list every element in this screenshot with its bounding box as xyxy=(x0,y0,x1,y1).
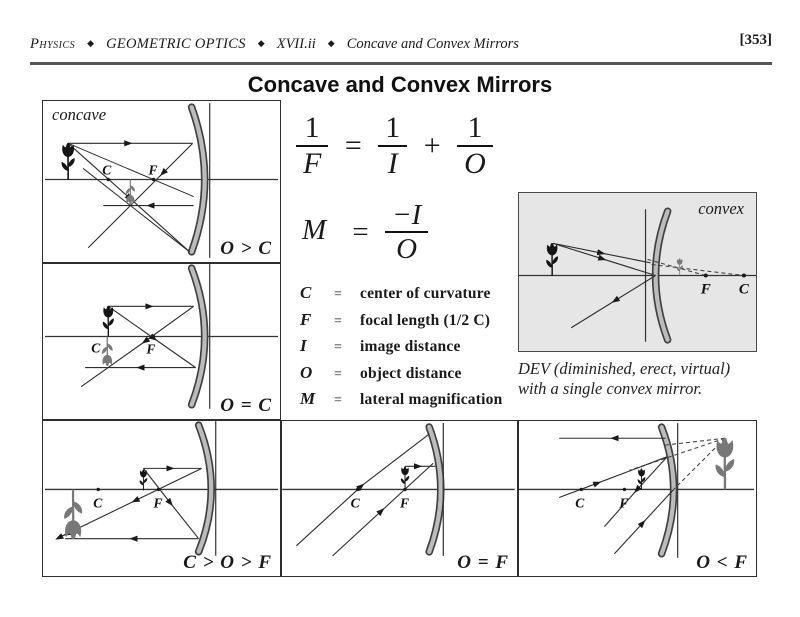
ray-diagram-c-gt-o-gt-f: C F xyxy=(45,421,278,556)
diamond-bullet-icon: ◆ xyxy=(327,38,335,48)
point-f xyxy=(622,487,627,492)
rays xyxy=(80,303,196,388)
label-f: F xyxy=(618,496,628,511)
point-c xyxy=(356,487,360,492)
virtual-rays xyxy=(647,258,745,277)
point-c xyxy=(741,273,746,278)
image-flower-virtual xyxy=(676,257,684,276)
ray-diagram-o-eq-f: C F xyxy=(282,423,515,557)
convex-caption: DEV (diminished, erect, virtual) with a … xyxy=(518,359,764,399)
panel-concave-o-gt-c: C F concave O > C xyxy=(42,100,281,263)
image-flower-inverted xyxy=(63,488,84,541)
image-flower-virtual xyxy=(714,436,736,491)
page-number: [353] xyxy=(739,32,773,48)
ray-diagram-o-lt-f: C F xyxy=(519,423,754,558)
point-f xyxy=(151,334,156,339)
panel-o-eq-c: C F O = C xyxy=(42,263,281,420)
header-chapter: XVII.ii xyxy=(276,36,316,52)
case-label: O = C xyxy=(220,395,272,416)
label-f: F xyxy=(145,342,155,357)
point-c xyxy=(579,487,583,492)
rays xyxy=(552,242,656,329)
header-topic: Concave and Convex Mirrors xyxy=(346,36,519,52)
legend-row-f: F=focal length (1/2 C) xyxy=(300,309,491,329)
case-label: O < F xyxy=(696,552,748,573)
object-flower xyxy=(60,142,76,181)
virtual-rays xyxy=(629,437,726,490)
image-flower-inverted xyxy=(125,178,136,206)
label-c: C xyxy=(93,496,103,511)
label-c: C xyxy=(739,282,750,298)
ray-diagram-o-eq-c: C F xyxy=(45,264,278,409)
object-flower xyxy=(637,467,646,490)
label-f: F xyxy=(147,162,157,177)
plus-sign: + xyxy=(423,128,441,162)
rays xyxy=(55,465,202,542)
label-c: C xyxy=(102,162,112,177)
legend-row-c: C=center of curvature xyxy=(300,283,491,302)
label-c: C xyxy=(575,496,585,511)
label-c: C xyxy=(351,496,361,511)
case-label: O = F xyxy=(457,552,509,573)
legend-row-m: M=lateral magnification xyxy=(300,389,503,408)
diamond-bullet-icon: ◆ xyxy=(87,38,95,48)
panel-convex: F C convex xyxy=(518,192,757,352)
magnification-symbol: M xyxy=(302,214,327,247)
equals-sign: = xyxy=(352,215,369,248)
panel-o-lt-f: C F O < F xyxy=(518,420,757,577)
point-c xyxy=(106,177,110,182)
image-flower-inverted xyxy=(101,335,114,367)
mirror-type-label: convex xyxy=(698,199,744,218)
header-subject: Physics xyxy=(30,36,76,52)
ray-diagram-o-gt-c: C F xyxy=(45,103,278,258)
point-f xyxy=(403,487,407,492)
mirror-type-label: concave xyxy=(52,105,107,124)
caption-line1: DEV (diminished, erect, virtual) xyxy=(518,359,731,378)
page-title: Concave and Convex Mirrors xyxy=(247,72,553,97)
legend-row-o: O=object distance xyxy=(300,362,462,382)
caption-line2: with a single convex mirror. xyxy=(518,379,703,399)
label-f: F xyxy=(399,496,409,511)
point-f xyxy=(703,273,708,278)
object-flower xyxy=(545,242,559,277)
label-f: F xyxy=(700,282,711,298)
equals-sign: = xyxy=(344,128,362,162)
object-flower xyxy=(139,468,148,491)
legend-row-i: I=image distance xyxy=(300,336,461,355)
point-c xyxy=(96,487,100,492)
case-label: C > O > F xyxy=(183,552,272,573)
label-c: C xyxy=(91,341,101,356)
point-f xyxy=(156,487,161,492)
object-flower xyxy=(102,305,115,338)
rays xyxy=(558,435,675,555)
case-label: O > C xyxy=(220,238,272,259)
header-section: Geometric Optics xyxy=(106,36,246,52)
page-header: Physics ◆ Geometric Optics ◆ XVII.ii ◆ Concave… xyxy=(30,32,772,65)
rays xyxy=(295,433,436,557)
symbol-legend: C=center of curvature F=focal length (1/… xyxy=(300,283,502,416)
panel-o-eq-f: C F O = F xyxy=(281,420,518,577)
ray-diagram-convex: F C xyxy=(519,207,756,344)
label-f: F xyxy=(152,496,162,511)
point-f xyxy=(151,177,156,182)
diamond-bullet-icon: ◆ xyxy=(257,38,265,48)
panel-c-gt-o-gt-f: C F C > O > F xyxy=(42,420,281,577)
